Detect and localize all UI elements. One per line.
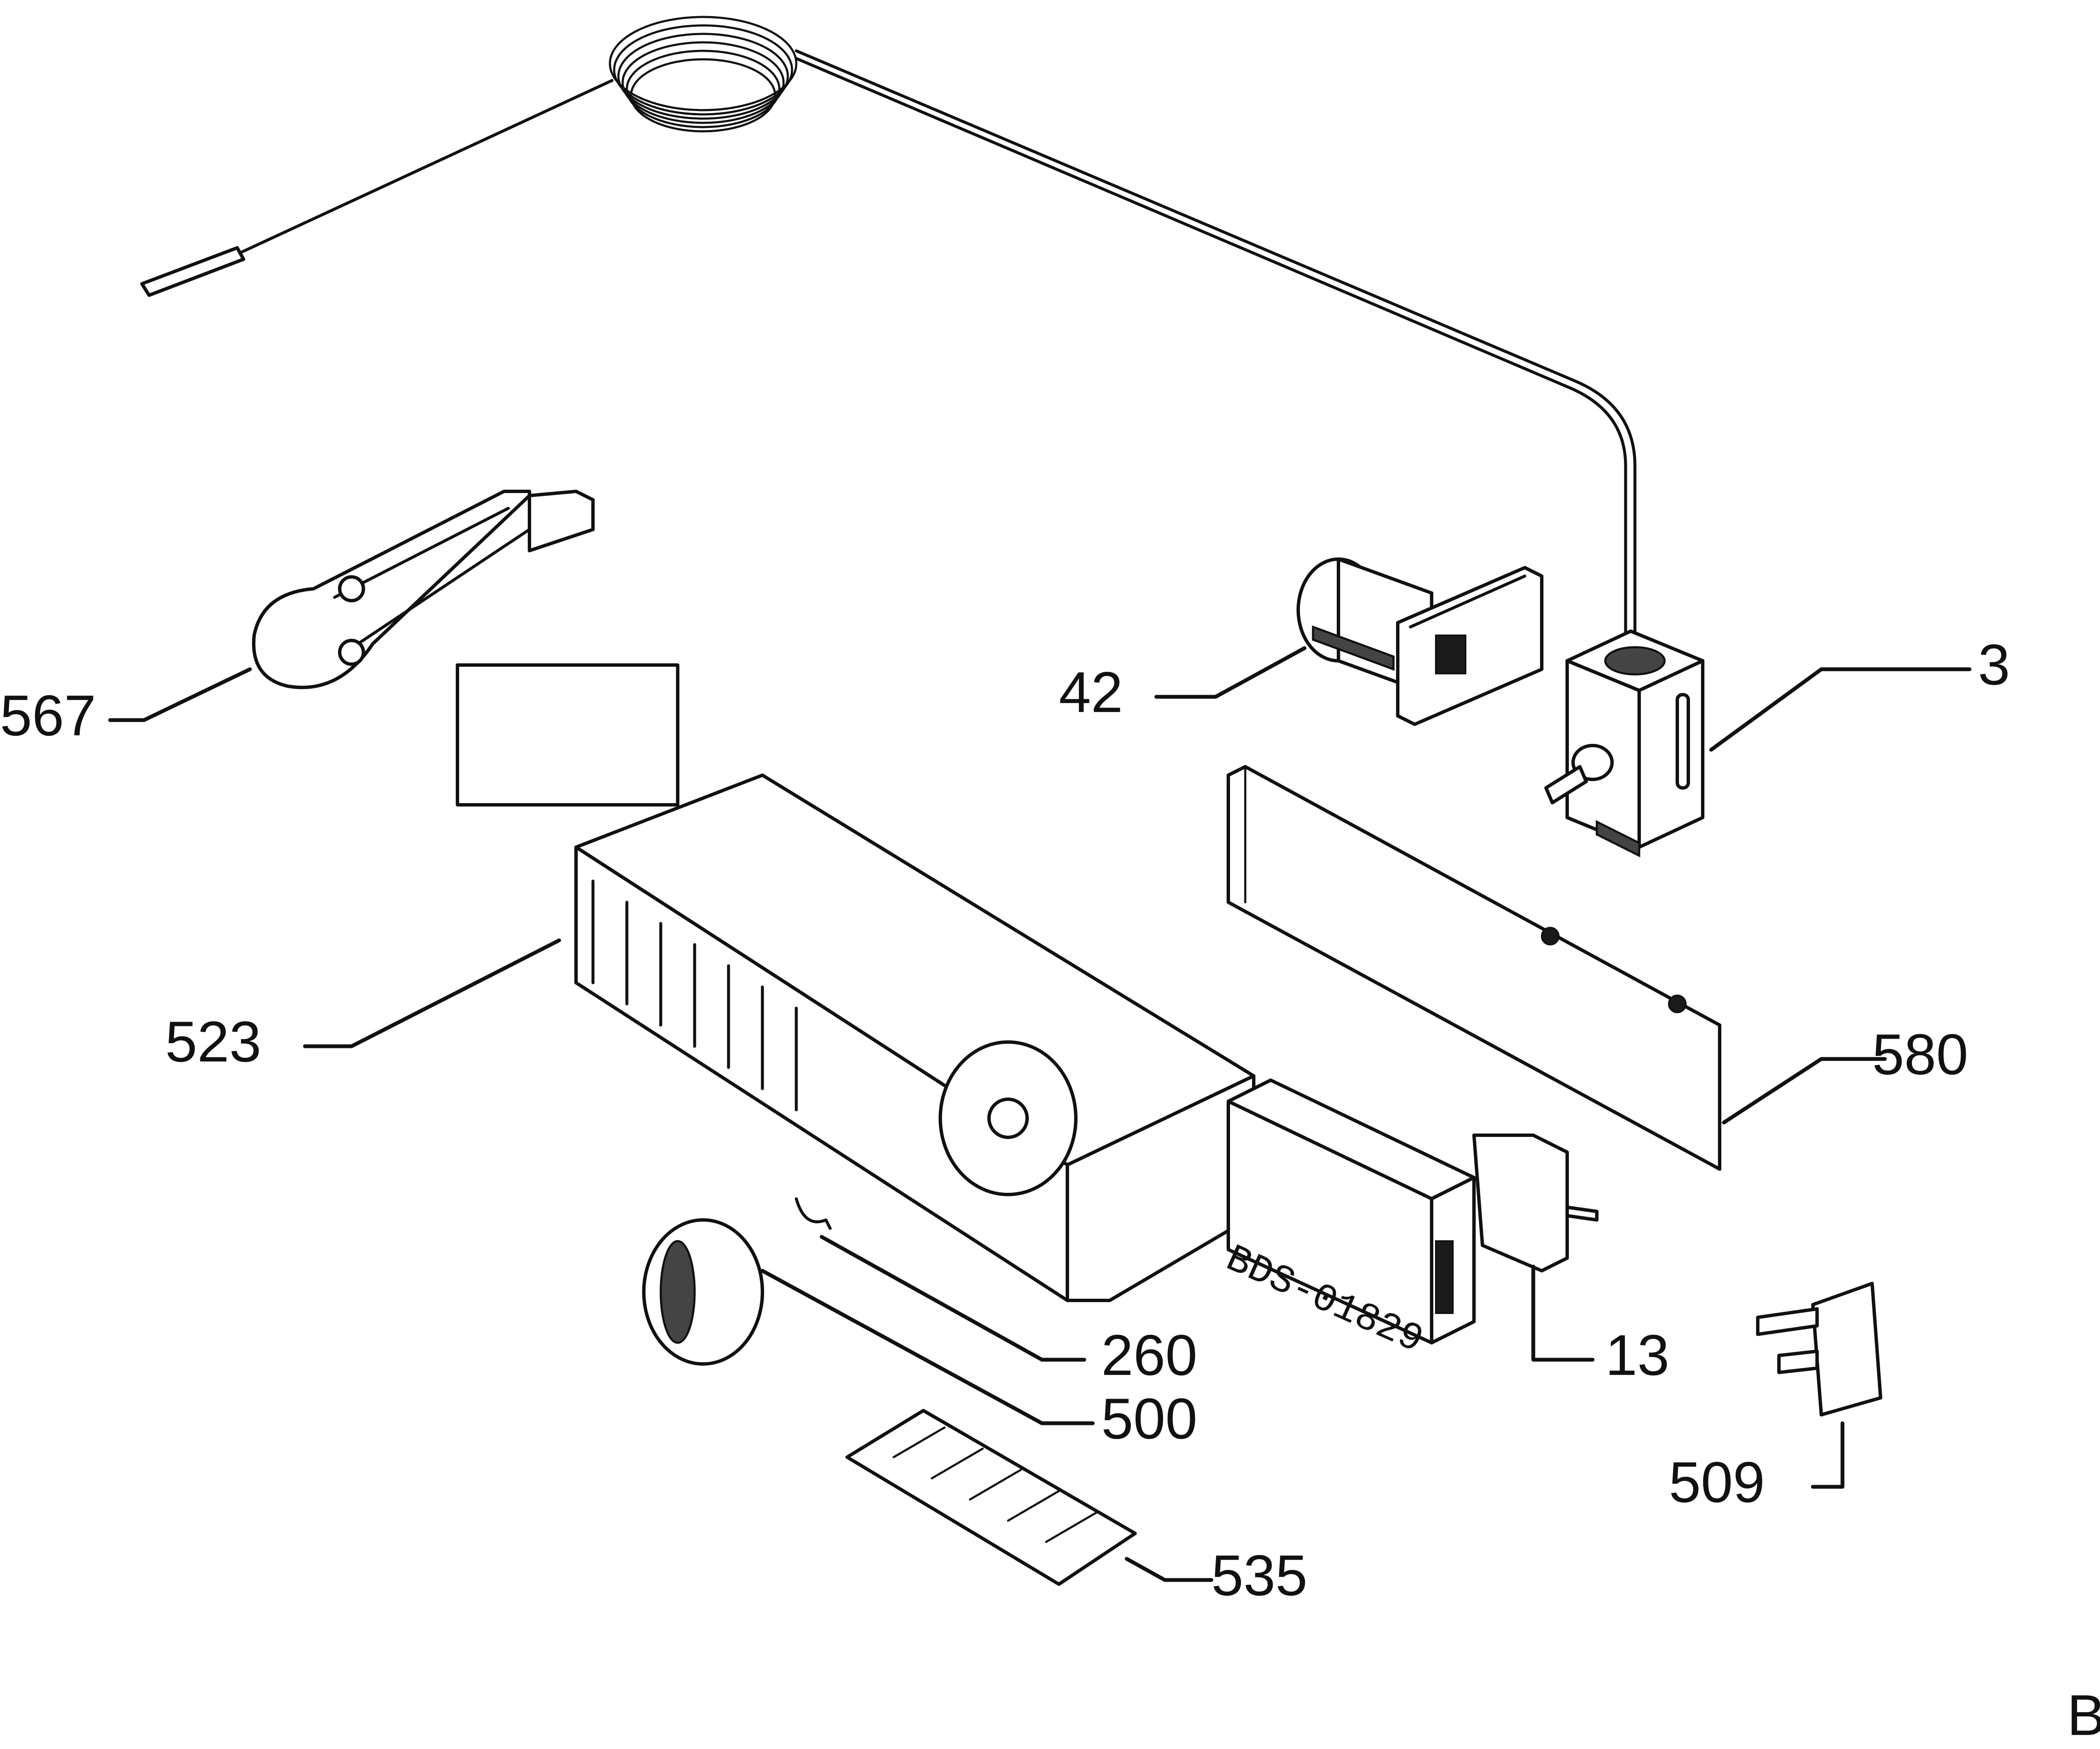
cover-box (1227, 1078, 1476, 1344)
corner-mark: B (2067, 1683, 2100, 1747)
callout-13: 13 (1605, 1323, 1669, 1387)
part-260-wire-clip (795, 1197, 832, 1230)
callout-500: 500 (1101, 1386, 1197, 1451)
callout-3: 3 (1978, 632, 2010, 697)
callout-labels: 567 42 3 523 580 260 500 13 509 535 (0, 632, 2010, 1608)
leader-lines (108, 646, 1972, 1582)
callout-580: 580 (1872, 1022, 1968, 1087)
capillary-coil (609, 16, 798, 133)
callout-523: 523 (165, 1009, 261, 1074)
callout-567: 567 (0, 683, 96, 748)
part-535-grille (845, 1409, 1137, 1586)
part-567-bracket (252, 490, 595, 689)
part-580-strip (1227, 765, 1721, 1171)
part-13-switch (1472, 1134, 1599, 1272)
capillary-tube (140, 16, 1637, 641)
part-500-knob (642, 1218, 764, 1366)
callout-509: 509 (1669, 1450, 1765, 1514)
callout-42: 42 (1059, 660, 1123, 724)
part-509-clip (1756, 1282, 1882, 1416)
callout-260: 260 (1101, 1323, 1197, 1387)
part-523-housing (456, 663, 1255, 1302)
callout-535: 535 (1211, 1543, 1308, 1608)
part-42-lamp-holder (1297, 557, 1543, 726)
part-3-thermostat (1544, 629, 1704, 858)
